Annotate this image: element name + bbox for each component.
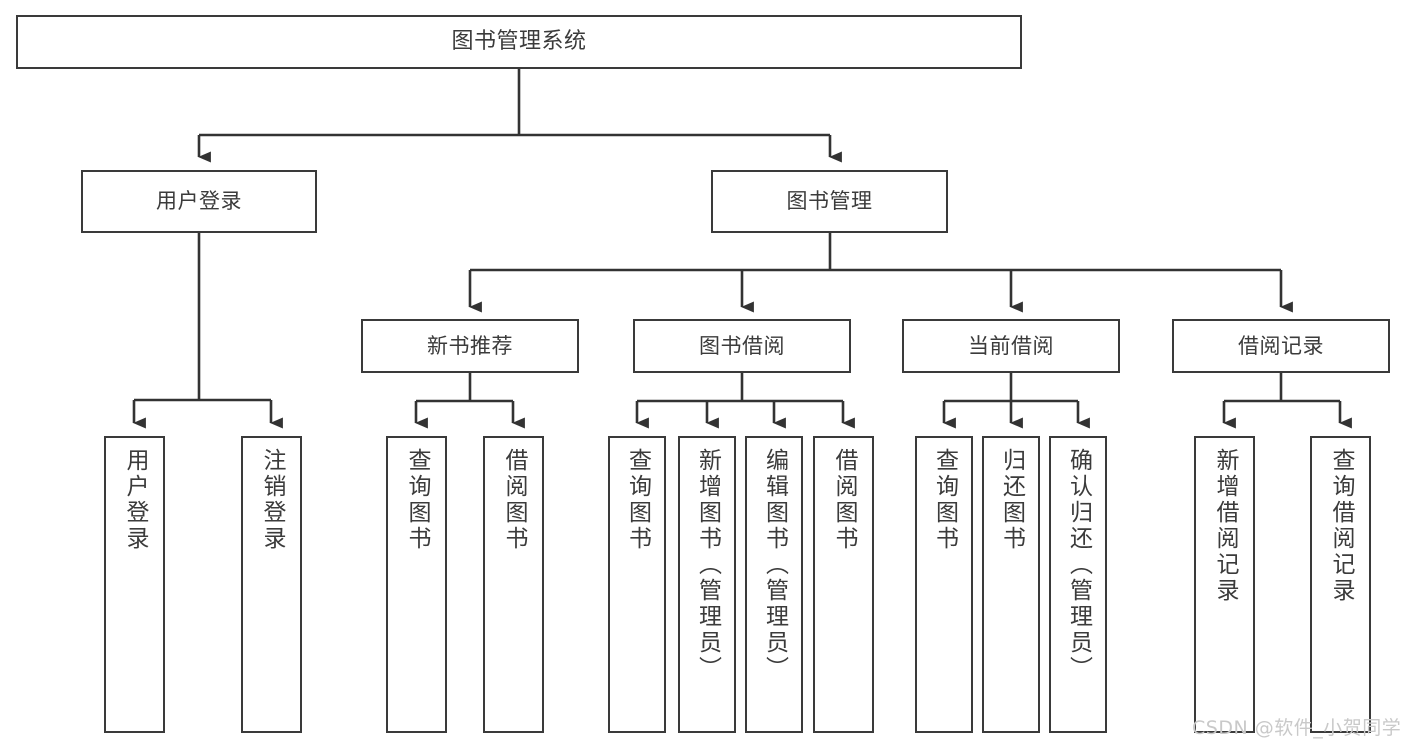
node-label: 借阅图书 [501, 448, 527, 552]
node-current-borrow[interactable]: 当前借阅 [902, 319, 1120, 373]
node-label: 查询图书 [931, 448, 958, 552]
node-leaf-user-login[interactable]: 用户登录 [104, 436, 165, 733]
node-label: 新书推荐 [427, 333, 513, 358]
node-leaf-add-book-admin[interactable]: 新增图书（管理员） [678, 436, 736, 733]
node-label: 查询图书 [404, 448, 430, 552]
node-leaf-logout-login[interactable]: 注销登录 [241, 436, 302, 733]
node-leaf-return-book[interactable]: 归还图书 [982, 436, 1040, 733]
node-label: 归还图书 [998, 448, 1025, 552]
node-label: 用户登录 [122, 448, 148, 552]
node-leaf-query-book-borrow[interactable]: 查询图书 [608, 436, 666, 733]
node-label: 新增图书（管理员） [694, 448, 721, 682]
node-book-borrow[interactable]: 图书借阅 [633, 319, 851, 373]
node-label: 新增借阅记录 [1212, 448, 1238, 604]
node-label: 编辑图书（管理员） [761, 448, 788, 682]
node-label: 注销登录 [259, 448, 285, 552]
node-leaf-borrow-book-borrow[interactable]: 借阅图书 [813, 436, 874, 733]
node-label: 图书管理系统 [451, 29, 587, 55]
node-leaf-borrow-book-recommend[interactable]: 借阅图书 [483, 436, 544, 733]
node-borrow-record[interactable]: 借阅记录 [1172, 319, 1390, 373]
node-label: 借阅记录 [1238, 333, 1324, 358]
node-label: 借阅图书 [831, 448, 857, 552]
node-new-book-recommend[interactable]: 新书推荐 [361, 319, 579, 373]
node-label: 查询借阅记录 [1328, 448, 1354, 604]
node-label: 用户登录 [156, 189, 242, 214]
node-label: 当前借阅 [968, 333, 1054, 358]
node-leaf-query-book-recommend[interactable]: 查询图书 [386, 436, 447, 733]
node-root-system[interactable]: 图书管理系统 [16, 15, 1022, 69]
node-label: 查询图书 [624, 448, 651, 552]
node-leaf-query-borrow-record[interactable]: 查询借阅记录 [1310, 436, 1371, 733]
node-leaf-query-book-current[interactable]: 查询图书 [915, 436, 973, 733]
node-label: 图书管理 [786, 189, 873, 214]
node-book-management[interactable]: 图书管理 [711, 170, 948, 233]
node-user-login[interactable]: 用户登录 [81, 170, 317, 233]
node-leaf-add-borrow-record[interactable]: 新增借阅记录 [1194, 436, 1255, 733]
watermark-csdn: CSDN @软件_小贺同学 [1192, 717, 1402, 739]
node-label: 图书借阅 [699, 333, 785, 358]
node-leaf-edit-book-admin[interactable]: 编辑图书（管理员） [745, 436, 803, 733]
node-label: 确认归还（管理员） [1065, 448, 1092, 682]
node-leaf-confirm-return-admin[interactable]: 确认归还（管理员） [1049, 436, 1107, 733]
